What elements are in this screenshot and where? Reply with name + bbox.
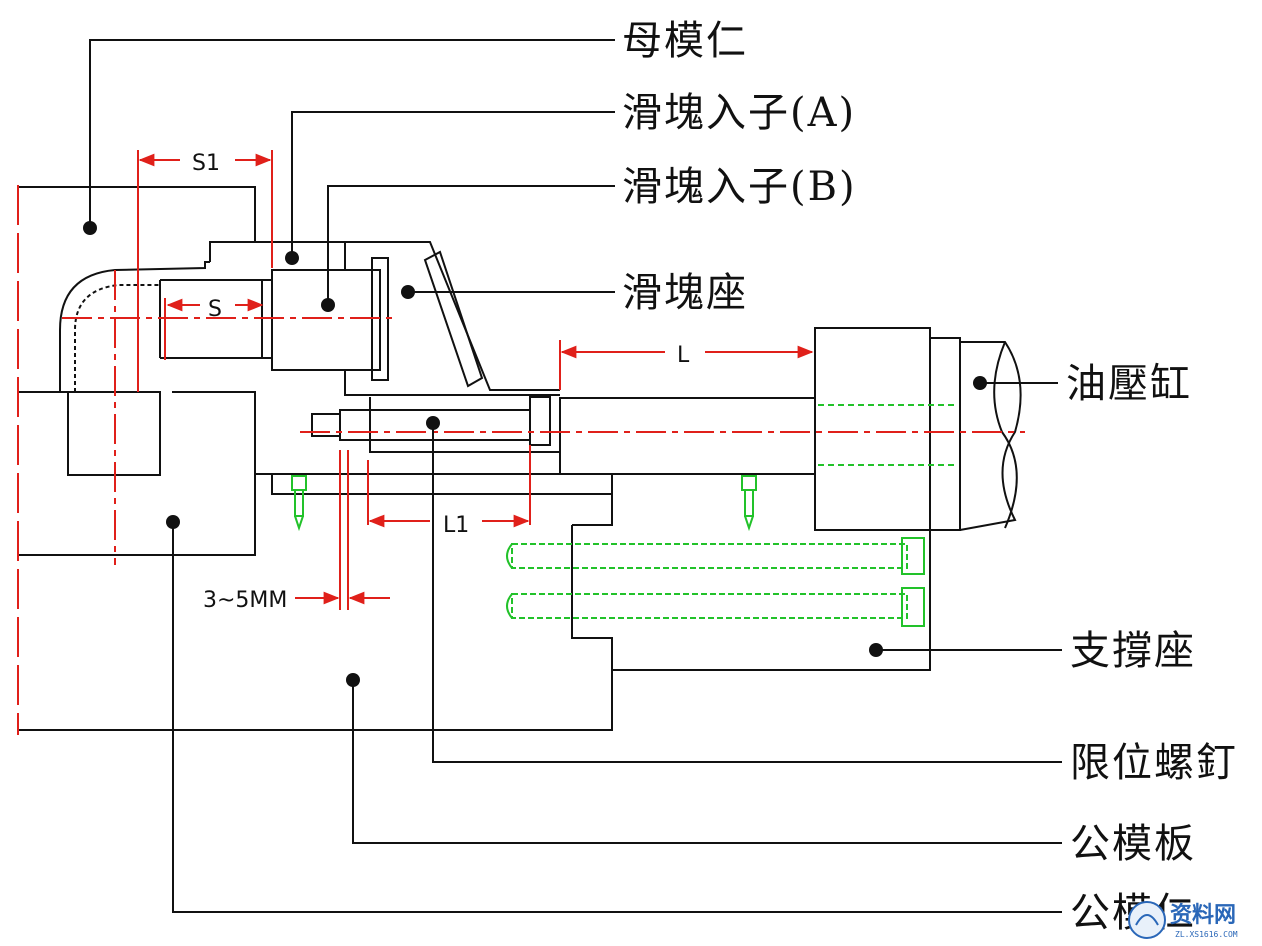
- slide-insert-b-outline: [271, 269, 381, 371]
- dot-male-mold-plate: [346, 673, 360, 687]
- watermark-sub: ZL.XS1616.COM: [1175, 930, 1238, 939]
- socket-screw-upper: [506, 537, 925, 575]
- socket-screw-lower: [506, 587, 925, 627]
- slide-seat-outline: [345, 241, 560, 391]
- molded-part-curve-inner: [74, 284, 160, 392]
- screw-head-upper: [901, 537, 925, 575]
- wedge-lock: [423, 250, 484, 388]
- limit-screw-guide: [369, 397, 560, 453]
- molded-part-curve: [59, 261, 210, 392]
- cylinder-break-line: [993, 341, 1018, 529]
- dim-label-s1: S1: [192, 151, 220, 176]
- label-slide-insert-b: 滑塊入子(B): [622, 164, 857, 210]
- label-support-seat: 支撐座: [1070, 628, 1196, 674]
- female-mold-core-outline: [18, 186, 256, 242]
- label-limit-screw: 限位螺釘: [1070, 740, 1238, 786]
- label-slide-seat: 滑塊座: [622, 270, 748, 316]
- dot-hydraulic-cylinder: [973, 376, 987, 390]
- dimension-arrows: [138, 153, 814, 605]
- label-slide-insert-a: 滑塊入子(A): [622, 90, 856, 136]
- watermark-logo-icon: [1128, 901, 1166, 939]
- dot-slide-insert-a: [285, 251, 299, 265]
- cylinder-body: [959, 341, 1022, 531]
- centerlines: [17, 150, 1025, 735]
- label-male-mold-plate: 公模板: [1070, 821, 1196, 867]
- dot-limit-screw: [426, 416, 440, 430]
- leader-lines: [89, 39, 1062, 913]
- label-hydraulic-cylinder: 油壓缸: [1066, 361, 1192, 407]
- watermark-text: 资料网: [1170, 903, 1236, 928]
- screw-head-lower: [901, 587, 925, 627]
- dim-label-gap: 3~5MM: [203, 588, 287, 613]
- part-outlines: [18, 186, 1022, 731]
- small-screw-right: [741, 475, 757, 532]
- slide-insert-a-outline: [209, 241, 346, 270]
- male-mold-core-outline: [18, 391, 256, 556]
- small-screw-left: [291, 475, 307, 532]
- dot-female-mold-core: [83, 221, 97, 235]
- dot-male-mold-core: [166, 515, 180, 529]
- limit-screw-head: [529, 396, 551, 446]
- cylinder-cap: [929, 337, 961, 531]
- leader-dots: [83, 221, 987, 687]
- male-mold-plate-outline: [18, 670, 613, 731]
- dim-label-l1: L1: [443, 513, 469, 538]
- dot-support-seat: [869, 643, 883, 657]
- cylinder-flange: [814, 327, 931, 531]
- screws: [291, 404, 958, 627]
- dim-label-s: S: [208, 297, 222, 322]
- watermark: 资料网 ZL.XS1616.COM: [1128, 901, 1238, 939]
- support-seat-outline: [572, 494, 613, 526]
- guide-rail: [271, 473, 613, 495]
- cylinder-rod-housing: [559, 397, 816, 475]
- slide-seat-lower: [275, 369, 560, 396]
- support-seat-body: [571, 525, 931, 671]
- dim-label-l: L: [677, 343, 690, 368]
- limit-screw-tip: [311, 413, 341, 437]
- dot-slide-seat: [401, 285, 415, 299]
- label-female-mold-core: 母模仁: [622, 18, 748, 64]
- dot-slide-insert-b: [321, 298, 335, 312]
